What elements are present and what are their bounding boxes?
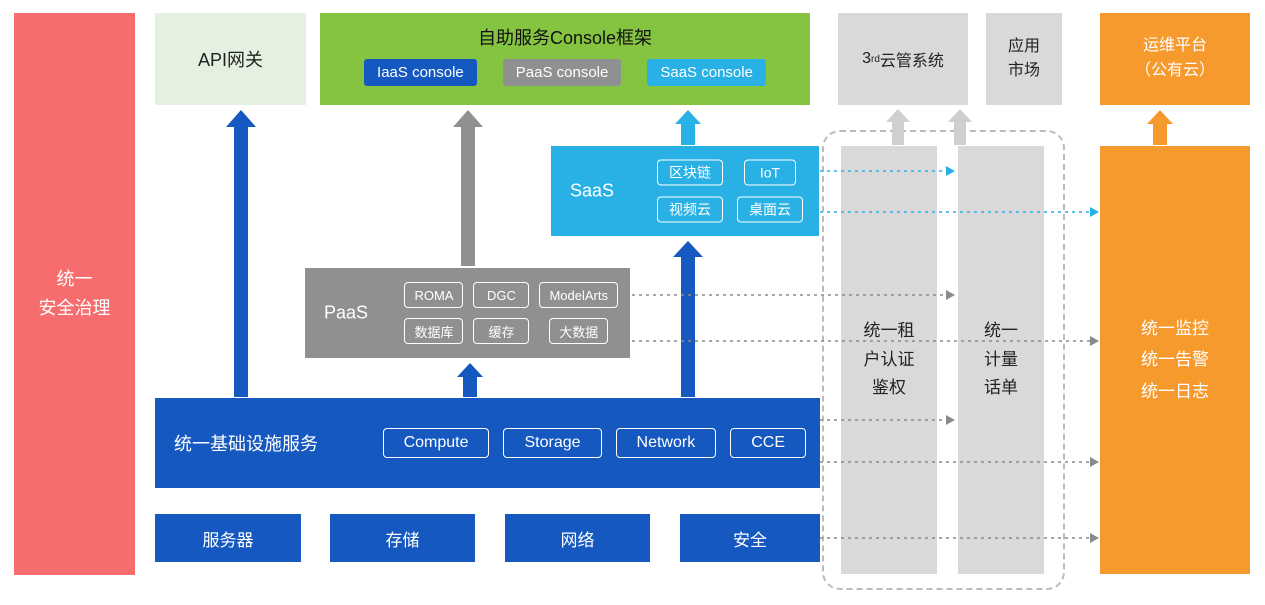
paas-console-button: PaaS console	[502, 59, 622, 86]
paas-chip: DGC	[473, 282, 530, 308]
app-market-box: 应用 市场	[986, 13, 1062, 105]
tenant-auth-bar: 统一租 户认证 鉴权	[841, 146, 937, 574]
infrastructure-layer-box: 统一基础设施服务 Compute Storage Network CCE	[155, 398, 820, 488]
foundation-node-server: 服务器	[155, 514, 301, 562]
third-party-rest: 云管系统	[879, 53, 944, 70]
paas-chip: 大数据	[549, 318, 609, 344]
saas-chips: 区块链 IoT 视频云 桌面云	[657, 159, 803, 223]
third-party-prefix: 3	[862, 50, 871, 67]
saas-chip: 区块链	[657, 159, 723, 186]
console-buttons-row: IaaS console PaaS console SaaS console	[364, 59, 766, 86]
third-party-sup: rd	[870, 53, 880, 65]
security-governance-bar: 统一 安全治理	[14, 13, 135, 575]
foundation-node-security: 安全	[680, 514, 820, 562]
arrow-infra-to-paas	[457, 363, 483, 397]
paas-label: PaaS	[324, 302, 369, 323]
saas-label: SaaS	[570, 180, 615, 201]
monitor-alarm-log-bar: 统一监控 统一告警 统一日志	[1100, 146, 1250, 574]
infra-chip: Network	[615, 428, 717, 458]
iaas-console-button: IaaS console	[364, 59, 477, 86]
om-platform-box: 运维平台 （公有云）	[1100, 13, 1250, 105]
paas-chip: 缓存	[473, 318, 530, 344]
arrow-saas-to-console	[675, 110, 701, 145]
arrow-infra-to-api-gateway	[226, 110, 256, 397]
infra-chip: Compute	[382, 428, 490, 458]
infra-chip: Storage	[503, 428, 602, 458]
arrow-infra-to-saas	[673, 241, 703, 397]
infrastructure-chips: Compute Storage Network CCE	[382, 428, 806, 458]
foundation-node-network: 网络	[505, 514, 650, 562]
arrow-monitor-to-om-platform	[1147, 110, 1173, 145]
infra-chip: CCE	[730, 428, 806, 458]
console-frame-title: 自助服务Console框架	[477, 28, 653, 48]
metering-billing-bar: 统一 计量 话单	[958, 146, 1044, 574]
infrastructure-label: 统一基础设施服务	[174, 434, 318, 454]
dashed-saas-to-monitor-head	[1090, 207, 1099, 217]
api-gateway-box: API网关	[155, 13, 306, 105]
console-frame-box: 自助服务Console框架 IaaS console PaaS console …	[320, 13, 810, 105]
dashed-infra-to-monitor-head	[1090, 457, 1099, 467]
foundation-node-storage: 存储	[330, 514, 475, 562]
saas-console-button: SaaS console	[647, 59, 766, 86]
saas-chip: IoT	[744, 159, 796, 186]
saas-chip: 视频云	[657, 196, 723, 223]
paas-chips: ROMA DGC ModelArts 数据库 缓存 大数据	[404, 282, 618, 344]
shared-services-dashed-container	[822, 130, 1065, 590]
arrow-paas-to-console	[453, 110, 483, 266]
paas-layer-box: PaaS ROMA DGC ModelArts 数据库 缓存 大数据	[305, 268, 630, 358]
dashed-paas-to-monitor-head	[1090, 336, 1099, 346]
paas-chip: ROMA	[404, 282, 464, 308]
saas-layer-box: SaaS 区块链 IoT 视频云 桌面云	[551, 146, 819, 236]
paas-chip: ModelArts	[539, 282, 618, 308]
saas-chip: 桌面云	[737, 196, 803, 223]
dashed-hardware-to-monitor-head	[1090, 533, 1099, 543]
paas-chip: 数据库	[404, 318, 464, 344]
